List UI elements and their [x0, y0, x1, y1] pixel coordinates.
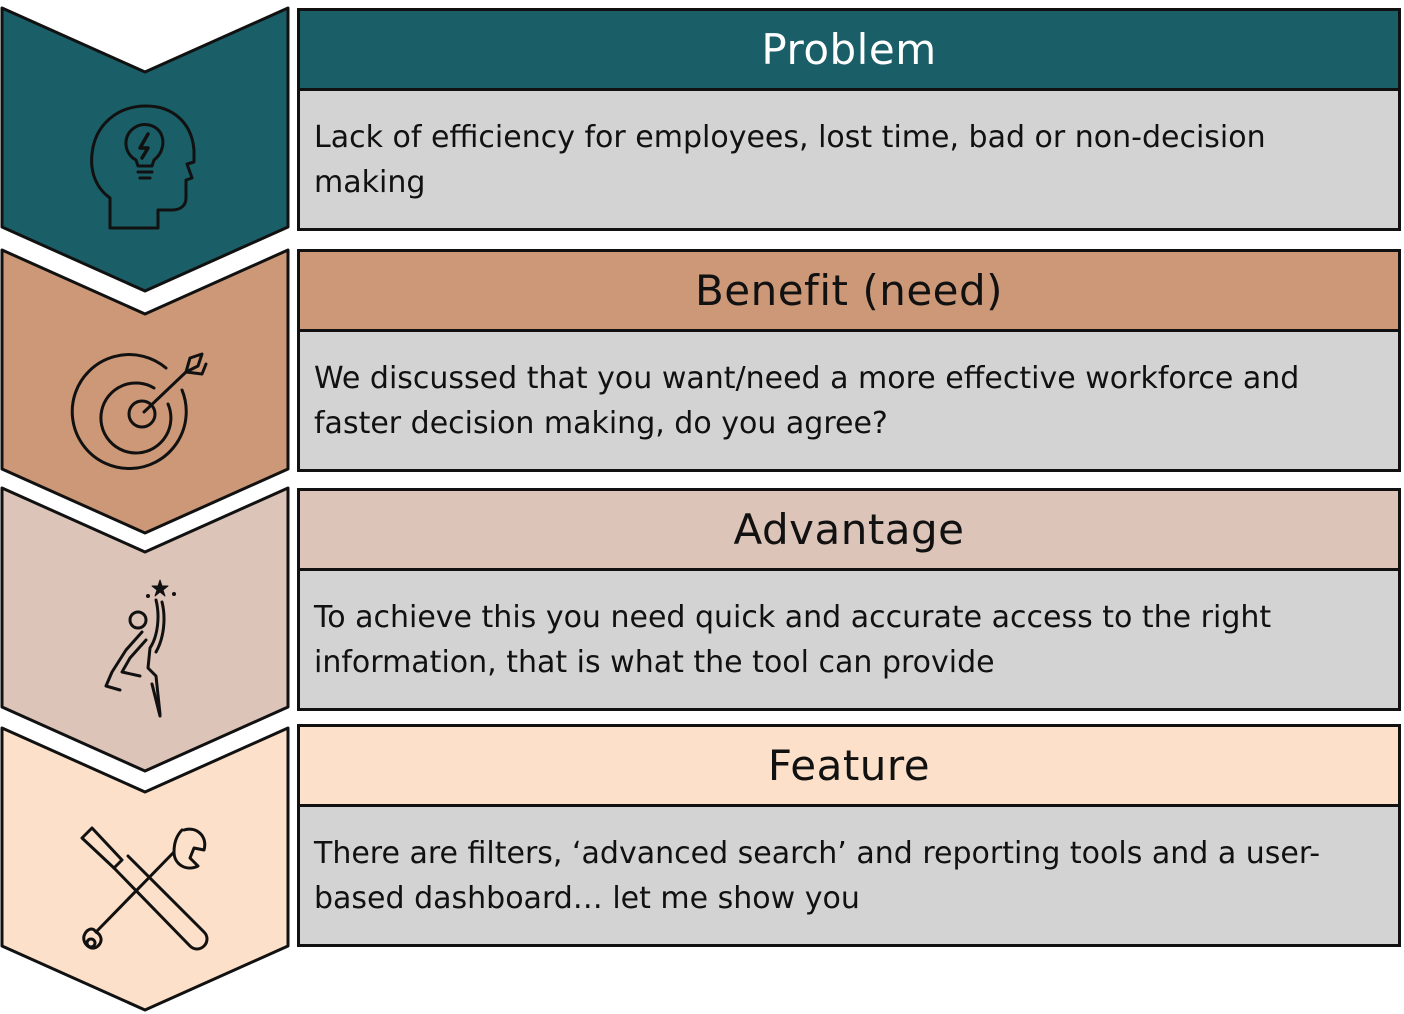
head-lightbulb-icon	[88, 102, 200, 234]
step-advantage-text: To achieve this you need quick and accur…	[300, 571, 1398, 708]
chevron-column	[0, 6, 290, 1012]
step-benefit: Benefit (need) We discussed that you wan…	[297, 249, 1401, 472]
target-arrow-icon	[70, 352, 208, 474]
tools-icon	[78, 822, 210, 956]
step-advantage-title: Advantage	[300, 491, 1398, 571]
step-feature-title: Feature	[300, 727, 1398, 807]
step-problem-text: Lack of efficiency for employees, lost t…	[300, 91, 1398, 228]
step-feature-text: There are filters, ‘advanced search’ and…	[300, 807, 1398, 944]
chevron-advantage	[0, 486, 290, 773]
step-benefit-title: Benefit (need)	[300, 252, 1398, 332]
step-benefit-text: We discussed that you want/need a more e…	[300, 332, 1398, 469]
chevron-feature	[0, 726, 290, 1012]
step-advantage: Advantage To achieve this you need quick…	[297, 488, 1401, 711]
step-feature: Feature There are filters, ‘advanced sea…	[297, 724, 1401, 947]
reaching-stars-icon	[100, 576, 184, 720]
chevron-benefit	[0, 248, 290, 535]
step-problem-title: Problem	[300, 11, 1398, 91]
step-problem: Problem Lack of efficiency for employees…	[297, 8, 1401, 231]
